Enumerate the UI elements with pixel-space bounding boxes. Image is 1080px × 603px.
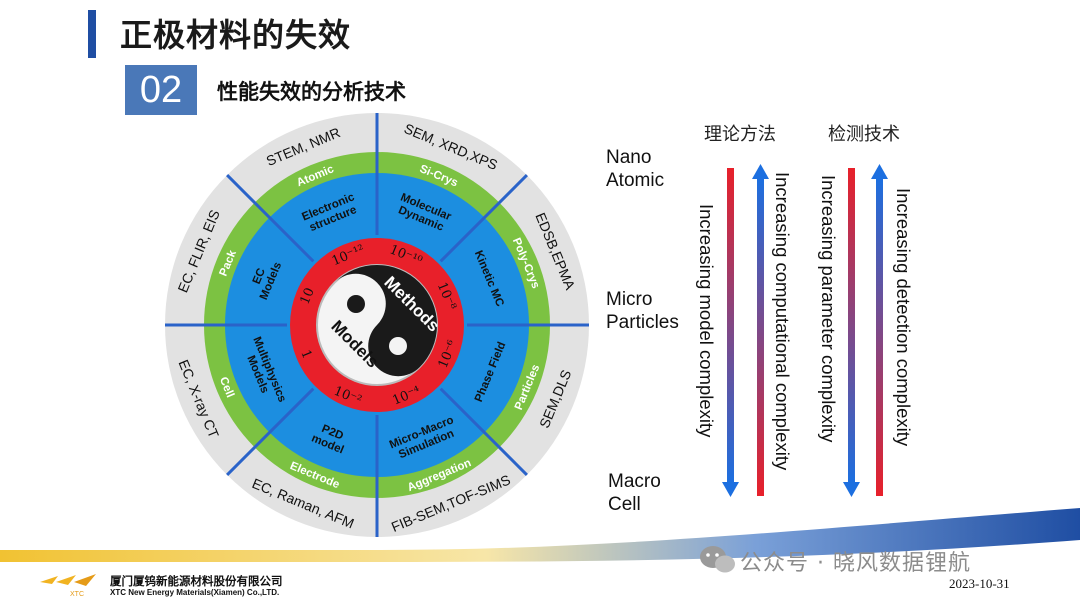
footer-band: XTC bbox=[0, 508, 1080, 598]
arrow-parameter-complexity bbox=[843, 168, 860, 497]
title-accent-bar bbox=[88, 10, 96, 58]
xtc-logo: XTC bbox=[40, 574, 96, 598]
svg-text:XTC: XTC bbox=[70, 591, 84, 598]
section-title: 性能失效的分析技术 bbox=[217, 80, 406, 104]
wheel-dividers bbox=[165, 113, 589, 537]
wheel-divider bbox=[439, 387, 528, 476]
slide-date: 2023-10-31 bbox=[949, 576, 1010, 591]
scale-nano: Nano Atomic bbox=[606, 146, 664, 192]
yin-yang-center: Methods Models bbox=[316, 264, 443, 386]
arrow-label-model: Increasing model complexity bbox=[696, 204, 717, 438]
scale-macro: Macro Cell bbox=[608, 470, 661, 516]
wheel-divider bbox=[226, 387, 315, 476]
length-scale-label: 10 bbox=[298, 286, 318, 307]
wechat-icon bbox=[700, 546, 735, 573]
scale-nano-line2: Atomic bbox=[606, 170, 665, 191]
arrow-model-complexity bbox=[722, 168, 739, 497]
scale-nano-line1: Nano bbox=[606, 147, 652, 168]
arrow-computational-complexity bbox=[752, 164, 769, 496]
scale-micro-line2: Particles bbox=[606, 312, 679, 333]
company-name-cn: 厦门厦钨新能源材料股份有限公司 bbox=[110, 574, 283, 588]
arrow-label-parameter: Increasing parameter complexity bbox=[818, 175, 839, 443]
header-detection: 检测技术 bbox=[828, 124, 900, 145]
scale-macro-line2: Cell bbox=[608, 494, 641, 515]
wheel-divider bbox=[226, 174, 315, 263]
company-name-en: XTC New Energy Materials(Xiamen) Co.,LTD… bbox=[110, 588, 280, 597]
scale-micro-line1: Micro bbox=[606, 289, 653, 310]
arrow-label-detection: Increasing detection complexity bbox=[893, 188, 914, 447]
scale-micro: Micro Particles bbox=[606, 288, 679, 334]
page-title: 正极材料的失效 bbox=[120, 16, 352, 54]
methods-models-wheel: SEM, XRD,XPSEDSB,EPMASEM,DLSFIB-SEM,TOF-… bbox=[165, 113, 589, 537]
scale-macro-line1: Macro bbox=[608, 471, 661, 492]
arrow-detection-complexity bbox=[871, 164, 888, 496]
arrow-label-computational: Increasing computational complexity bbox=[772, 172, 793, 471]
complexity-arrows bbox=[722, 164, 888, 497]
wheel-divider bbox=[439, 174, 528, 263]
watermark-text: 公众号 · 晓风数据锂航 bbox=[740, 551, 971, 576]
header-theory: 理论方法 bbox=[704, 124, 776, 145]
section-number: 02 bbox=[125, 65, 197, 115]
